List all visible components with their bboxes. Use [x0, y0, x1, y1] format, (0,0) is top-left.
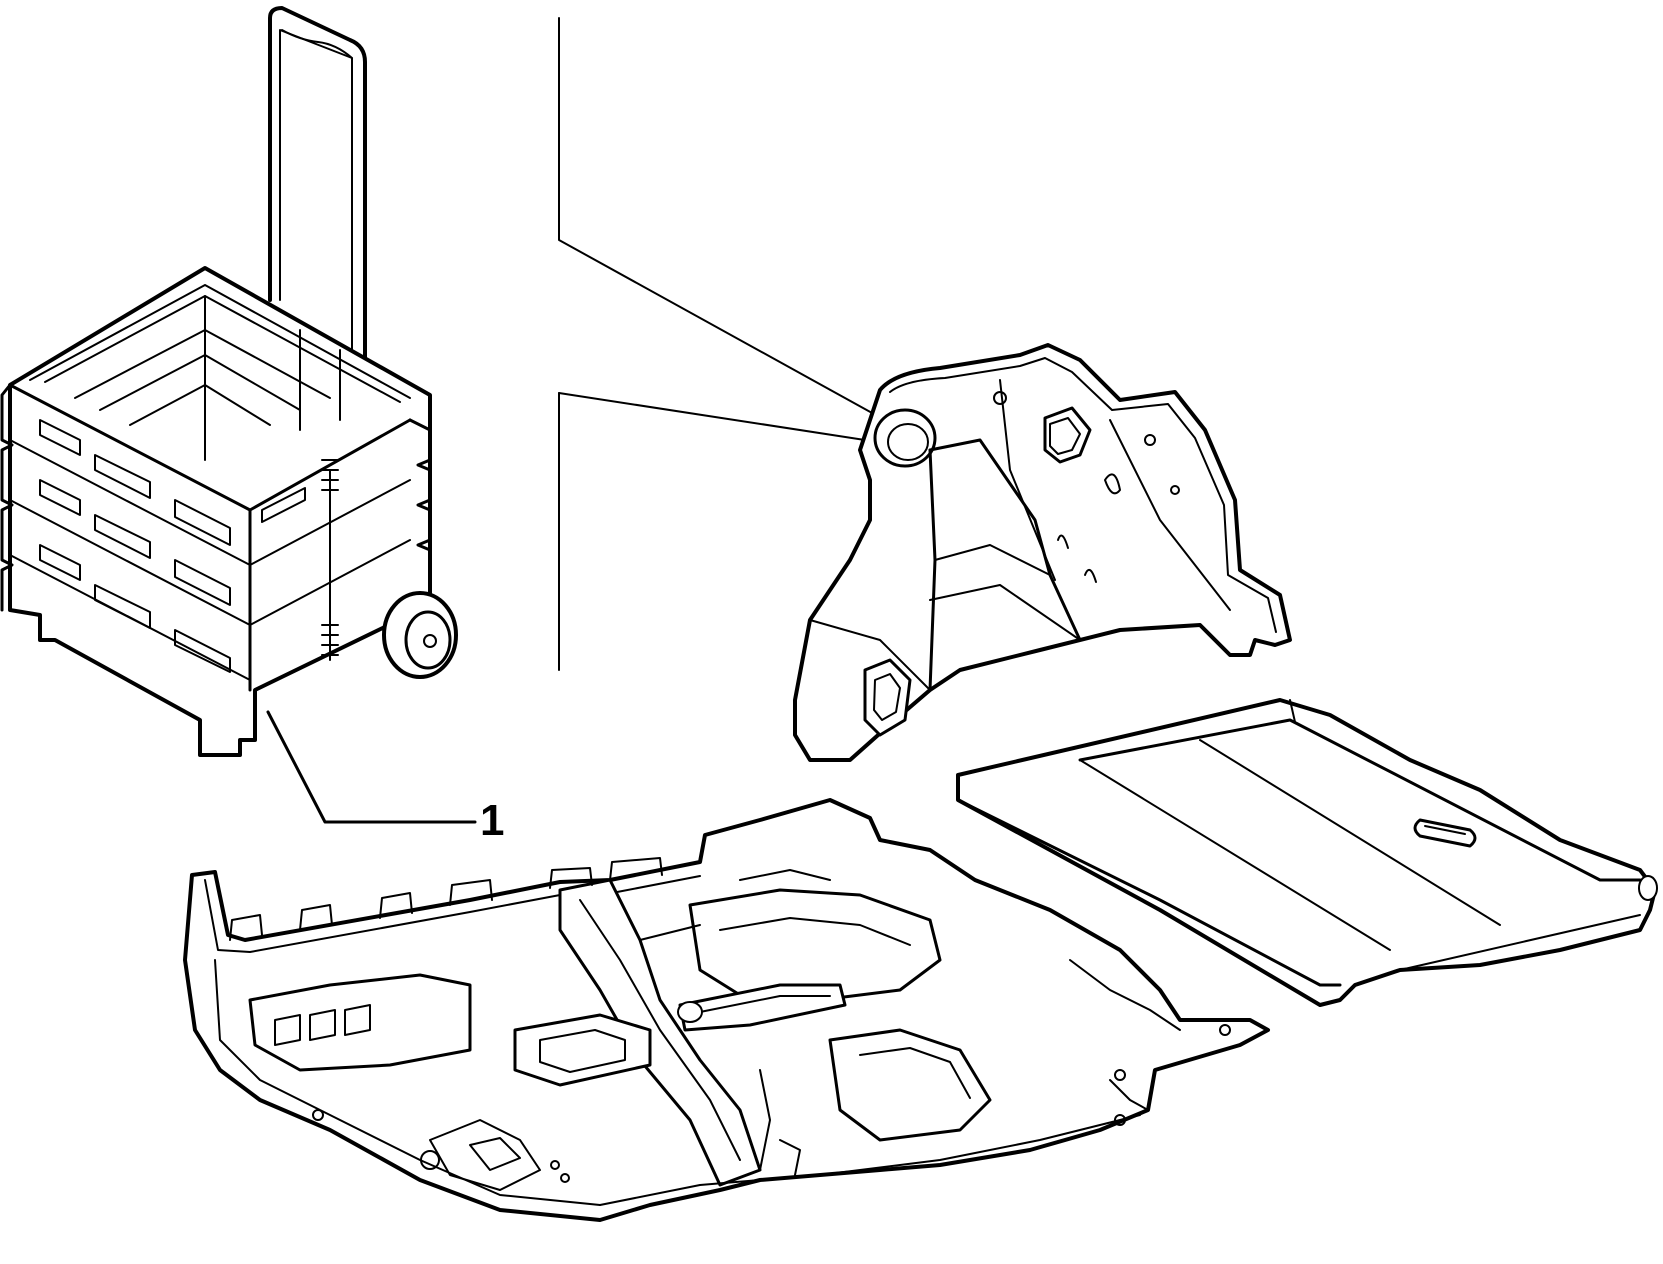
callout-1-leader — [266, 710, 477, 824]
folding-trolley-cart — [0, 6, 458, 757]
front-floor-carpet — [183, 798, 1270, 1222]
callout-1-label: 1 — [480, 796, 504, 845]
cargo-floor-panel — [956, 698, 1658, 1007]
rear-trunk-panel — [793, 343, 1292, 762]
